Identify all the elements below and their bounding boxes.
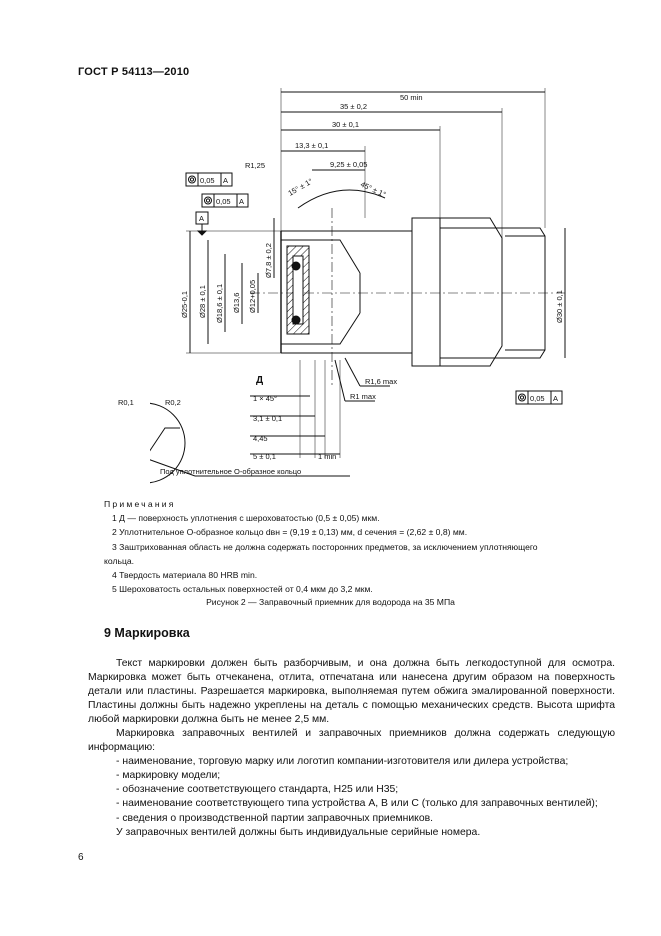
list-item-4: - наименование соответствующего типа уст… — [116, 798, 598, 810]
dia-12: Ø12+0,05 — [248, 280, 257, 313]
dim-35: 35 ± 0,2 — [340, 102, 367, 111]
dim-9-25: 9,25 ± 0,05 — [330, 160, 367, 169]
detail-r02: R0,2 — [165, 398, 181, 407]
note-4: 4 Твердость материала 80 HRB min. — [112, 570, 258, 581]
note-5: 5 Шероховатость остальных поверхностей о… — [112, 584, 373, 595]
dim-4-45: 4,45 — [253, 434, 268, 443]
list-item-1: - наименование, торговую марку или логот… — [116, 756, 569, 768]
dia-7-8: Ø7,8 ± 0,2 — [264, 243, 273, 278]
angle-45: 45° ± 1° — [359, 180, 387, 199]
oring-note: Под уплотнительное О-образное кольцо — [160, 467, 302, 476]
technical-drawing: 50 min 35 ± 0,2 30 ± 0,1 13,3 ± 0,1 9,25… — [150, 88, 566, 484]
figure-notes: Примечания 1 Д — поверхность уплотнения … — [104, 497, 624, 596]
note-1: 1 Д — поверхность уплотнения с шероховат… — [112, 513, 380, 524]
section-title: 9 Маркировка — [104, 626, 190, 640]
paragraph-2: Маркировка заправочных вентилей и заправ… — [88, 728, 615, 754]
detail-d-circle — [150, 402, 186, 484]
angle-15: 15° ± 1° — [287, 177, 315, 198]
document-header: ГОСТ Р 54113—2010 — [78, 66, 190, 78]
tolerance-frame-1 — [185, 172, 233, 187]
list-item-2: - маркировку модели; — [116, 770, 221, 782]
sealing-land — [411, 217, 441, 367]
tol3-value: 0,05 — [530, 394, 545, 403]
dia-18-6: Ø18,6 ± 0,1 — [215, 284, 224, 323]
note-2: 2 Уплотнительное О-образное кольцо dвн =… — [112, 527, 468, 538]
list-item-5: - сведения о производственной партии зап… — [116, 812, 434, 824]
note-3-cont: кольца. — [104, 555, 135, 566]
radius-r16: R1,6 max — [365, 377, 397, 386]
paragraph-3: У заправочных вентилей должны быть индив… — [116, 826, 481, 838]
dia-28: Ø28 ± 0,1 — [198, 285, 207, 318]
list-item-3: - обозначение соответствующего стандарта… — [116, 784, 399, 796]
notes-title: Примечания — [104, 499, 176, 509]
dim-50-min: 50 min — [400, 93, 423, 102]
tolerance-frame-3 — [515, 390, 563, 405]
tol1-ref: A — [223, 176, 228, 185]
page-number: 6 — [78, 852, 84, 863]
note-3: 3 Заштрихованная область не должна содер… — [112, 541, 538, 552]
tol3-ref: A — [553, 394, 558, 403]
tol1-value: 0,05 — [200, 176, 215, 185]
radius-r125: R1,25 — [245, 161, 265, 170]
tolerance-frame-2 — [201, 193, 249, 208]
figure-caption: Рисунок 2 — Заправочный приемник для вод… — [206, 597, 455, 607]
dia-30: Ø30 ± 0,1 — [555, 290, 564, 323]
chamfer: 1 × 45° — [253, 394, 277, 403]
dia-13-6: Ø13,6 — [232, 293, 241, 313]
detail-ref: Д — [256, 375, 263, 386]
dim-13-3: 13,3 ± 0,1 — [295, 141, 328, 150]
paragraph-1: Текст маркировки должен быть разборчивым… — [88, 658, 615, 726]
datum-label: A — [199, 214, 204, 223]
tol2-ref: A — [239, 197, 244, 206]
dim-5: 5 ± 0,1 — [253, 452, 276, 461]
section-body: Текст маркировки должен быть разборчивым… — [88, 657, 615, 840]
dim-3-1: 3,1 ± 0,1 — [253, 414, 282, 423]
dim-1-min: 1 min — [318, 452, 336, 461]
tol2-value: 0,05 — [216, 197, 231, 206]
detail-r01: R0,1 — [118, 398, 134, 407]
dim-30: 30 ± 0,1 — [332, 120, 359, 129]
nozzle-body-outline — [412, 217, 503, 367]
dia-25: Ø25-0,1 — [180, 291, 189, 318]
radius-r1: R1 max — [350, 392, 376, 401]
